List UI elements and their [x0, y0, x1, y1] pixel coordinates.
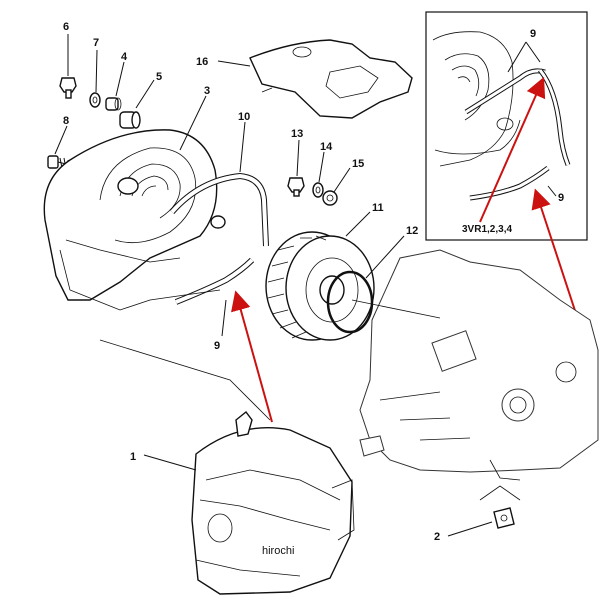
- callout-16: 16: [196, 56, 208, 68]
- callout-10: 10: [238, 111, 250, 123]
- callout-1: 1: [130, 451, 136, 463]
- air-shroud-1: 1: [130, 411, 355, 595]
- callout-3: 3: [204, 85, 210, 97]
- screw-6: 6: [59, 21, 77, 99]
- arrow-to-hose-9: [231, 290, 273, 423]
- engine-crankcase: [359, 249, 599, 481]
- fan-shroud-3: 3: [43, 85, 226, 311]
- callout-11: 11: [372, 202, 384, 214]
- gasket-16: 16: [196, 39, 413, 119]
- callout-4: 4: [121, 51, 128, 63]
- callout-5: 5: [156, 71, 162, 83]
- callout-7: 7: [93, 37, 99, 49]
- cooling-fan-11: 11: [265, 202, 384, 341]
- callout-2: 2: [434, 531, 440, 543]
- callout-12: 12: [406, 225, 418, 237]
- washer-14: 14: [312, 141, 333, 198]
- watermark-text: hirochi: [262, 545, 294, 557]
- grommet-5: 5: [119, 71, 162, 129]
- callout-9-inset-top: 9: [530, 28, 536, 40]
- hose-10: 10: [169, 111, 269, 247]
- hose-9: 9: [174, 257, 255, 352]
- callout-9: 9: [214, 340, 220, 352]
- callout-15: 15: [352, 158, 364, 170]
- inset-box: 9 9 3VR1,2,3,4: [425, 11, 588, 241]
- callout-9-inset-bottom: 9: [558, 192, 564, 204]
- inset-model-label: 3VR1,2,3,4: [462, 224, 512, 235]
- assembly-guide-lines: [99, 289, 441, 421]
- callout-6: 6: [63, 21, 69, 33]
- callout-14: 14: [320, 141, 333, 153]
- washer-15: 15: [322, 158, 364, 206]
- washer-7: 7: [89, 37, 101, 108]
- arrow-to-inset-hose-top: [479, 76, 546, 223]
- o-ring-12: 12: [326, 225, 418, 334]
- screw-13: 13: [287, 128, 305, 197]
- callout-13: 13: [291, 128, 303, 140]
- callout-8: 8: [63, 115, 69, 127]
- bracket-2: 2: [434, 485, 521, 543]
- collar-4: 4: [105, 51, 128, 111]
